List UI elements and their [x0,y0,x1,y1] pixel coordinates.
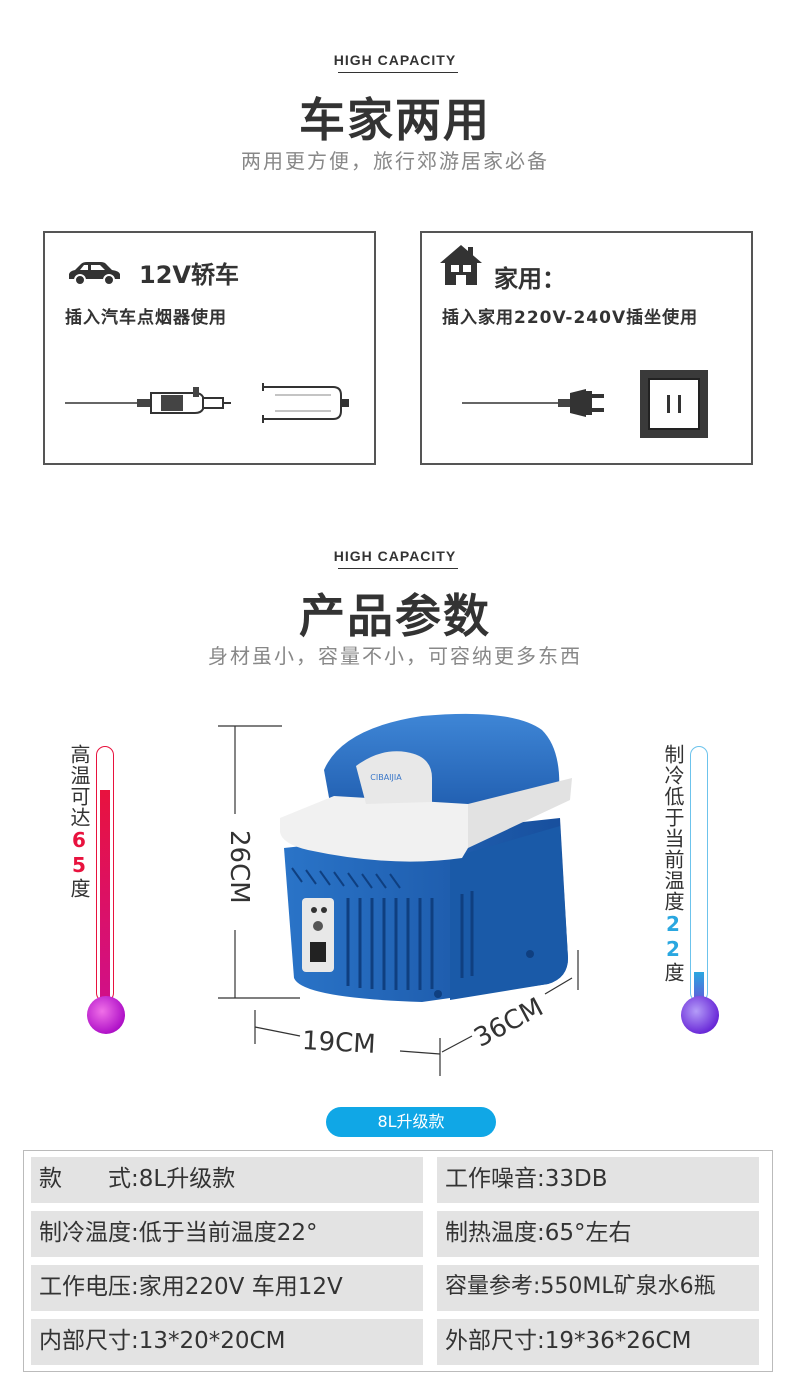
cold-thermometer-bulb [681,996,719,1034]
section1-eyebrow: HIGH CAPACITY [333,52,457,68]
spec-cell-voltage: 工作电压:家用220V 车用12V [31,1265,423,1311]
section1-title: 车家两用 [299,93,491,147]
cold-temp-label-pre: 制冷低于当前温度 [661,744,685,912]
model-badge: 8L升级款 [326,1107,496,1137]
spec-cell-capacity: 容量参考:550ML矿泉水6瓶 [437,1265,759,1311]
spec-cell-outer-size: 外部尺寸:19*36*26CM [437,1319,759,1365]
cold-temp-value: 22 [661,912,685,962]
spec-cell-heating: 制热温度:65°左右 [437,1211,759,1257]
section1-subtitle: 两用更方便，旅行郊游居家必备 [241,149,549,173]
spec-cell-noise: 工作噪音:33DB [437,1157,759,1203]
section2-eyebrow: HIGH CAPACITY [333,548,457,564]
dimension-lines [218,725,579,1076]
section2-title: 产品参数 [299,589,491,643]
cold-thermometer-tube [690,746,708,1002]
house-icon [440,245,482,285]
car-card-desc: 插入汽车点烟器使用 [65,308,227,328]
plug-clip-icon [262,383,349,423]
hot-temp-value: 65 [67,828,91,878]
hot-thermometer-fill [100,790,110,1006]
wall-socket-icon [640,370,708,438]
hot-temp-label: 高温可达65度 [64,744,91,899]
cigarette-plug-icon [65,387,231,414]
car-card-title: 12V轿车 [139,261,239,289]
height-dimension: 26CM [224,830,254,904]
hot-temp-label-post: 度 [67,878,91,899]
section2-subtitle: 身材虽小，容量不小，可容纳更多东西 [208,644,582,668]
home-usage-card: 家用： 插入家用220V-240V插坐使用 [420,231,753,465]
cooler-product-image: CIBAIJIA [280,713,572,1002]
car-usage-card: 12V轿车 插入汽车点烟器使用 [43,231,376,465]
home-card-title: 家用： [494,265,566,293]
spec-cell-style: 款 式:8L升级款 [31,1157,423,1203]
hot-temp-label-pre: 高温可达 [67,744,91,828]
cold-temp-label-post: 度 [661,962,685,983]
cold-thermometer-fill [694,972,704,1006]
car-icon [69,262,120,286]
spec-cell-inner-size: 内部尺寸:13*20*20CM [31,1319,423,1365]
hot-thermometer-bulb [87,996,125,1034]
brand-logo-text: CIBAIJIA [370,773,402,782]
eyebrow-underline [338,72,458,73]
ac-plug-icon [462,389,604,417]
spec-cell-cooling: 制冷温度:低于当前温度22° [31,1211,423,1257]
home-card-desc: 插入家用220V-240V插坐使用 [442,308,699,328]
width-dimension: 19CM [301,1026,377,1060]
cold-temp-label: 制冷低于当前温度22度 [658,744,685,983]
eyebrow-underline [338,568,458,569]
